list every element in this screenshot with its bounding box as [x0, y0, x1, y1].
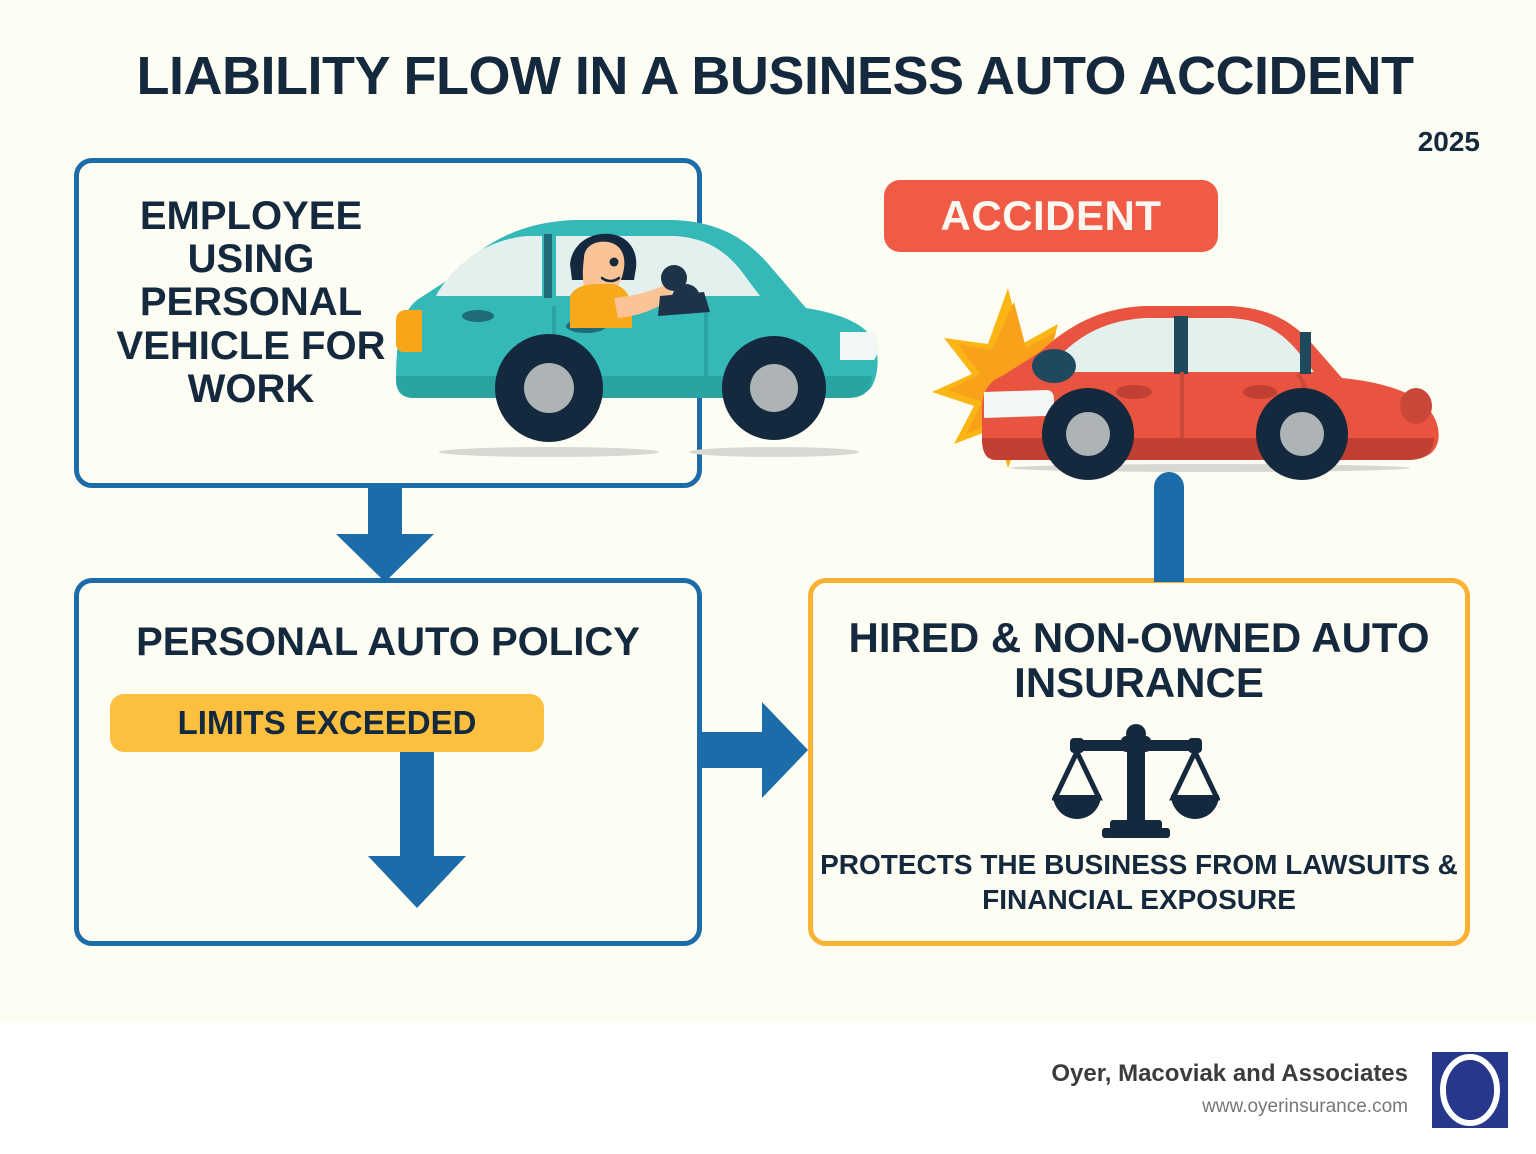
accident-label: ACCIDENT [940, 192, 1162, 239]
limits-exceeded-label: LIMITS EXCEEDED [177, 704, 477, 741]
limits-exceeded-pill: LIMITS EXCEEDED [110, 694, 544, 752]
arrow-step1-to-step2 [336, 484, 434, 582]
connector-accident-to-hnoa [1154, 472, 1184, 582]
footer-website-url[interactable]: www.oyerinsurance.com [1202, 1096, 1408, 1117]
step3-subtext: PROTECTS THE BUSINESS FROM LAWSUITS & FI… [820, 849, 1458, 915]
teal-car-icon [396, 220, 879, 457]
company-logo-icon [1432, 1052, 1508, 1128]
step1-label: EMPLOYEE USING PERSONAL VEHICLE FOR WORK [116, 194, 386, 411]
scales-of-justice-icon [1052, 724, 1220, 838]
step2-personal-policy-box: PERSONAL AUTO POLICY [74, 578, 702, 946]
footer-panel [0, 1022, 1536, 1154]
arrow-limits-exceeded-down [368, 748, 466, 908]
step3-heading: HIRED & NON-OWNED AUTO INSURANCE [848, 614, 1430, 707]
accident-badge: ACCIDENT [884, 180, 1218, 252]
footer-company-name: Oyer, Macoviak and Associates [1051, 1060, 1408, 1087]
step2-heading: PERSONAL AUTO POLICY [136, 620, 640, 664]
year-label: 2025 [1417, 126, 1480, 157]
red-car-crash-icon [932, 288, 1439, 480]
arrow-step2-to-step3 [700, 702, 808, 798]
page-title: LIABILITY FLOW IN A BUSINESS AUTO ACCIDE… [136, 46, 1414, 106]
